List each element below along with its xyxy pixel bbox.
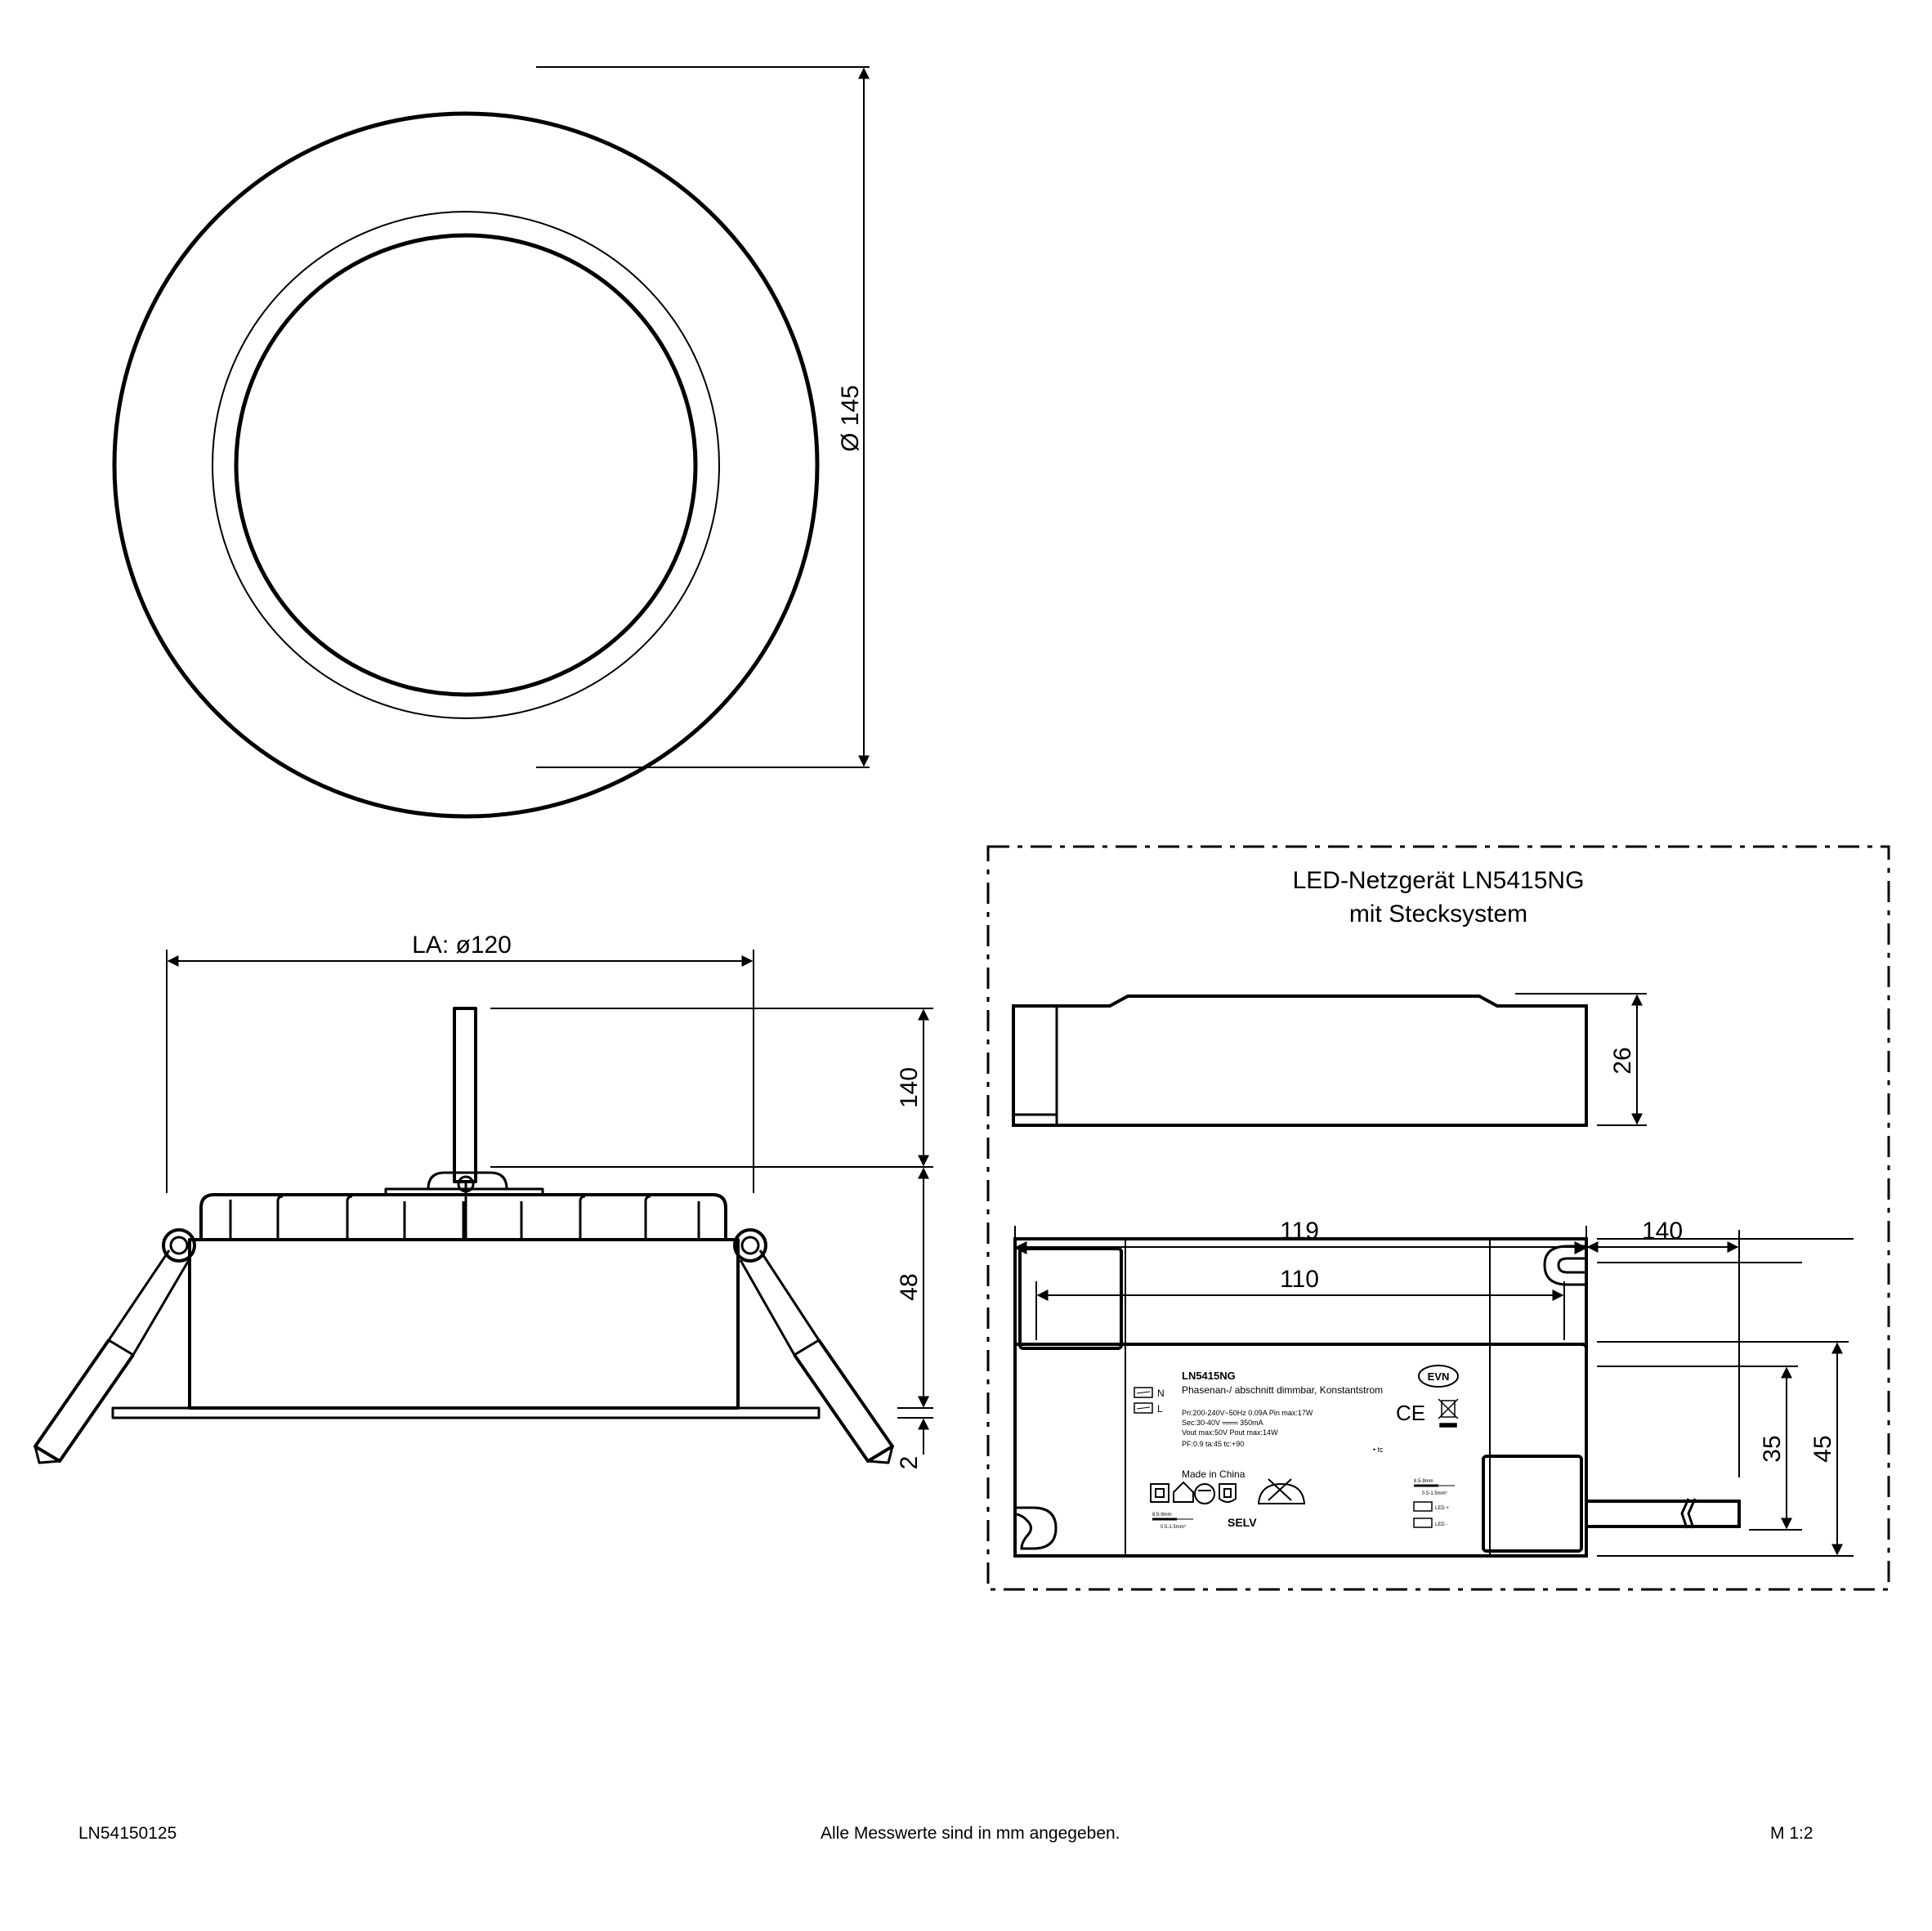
- transformer-icon: [1194, 1483, 1215, 1504]
- weee-bin-icon: [1438, 1398, 1459, 1428]
- article-number: LN54150125: [78, 1824, 177, 1843]
- driver-height-label: 26: [1609, 1047, 1636, 1074]
- selv-mark: SELV: [1228, 1516, 1257, 1529]
- label-pf: PF:0.9 ta:45 tc:+90: [1182, 1440, 1244, 1448]
- brand-text: EVN: [1428, 1370, 1450, 1383]
- label-led-plus: LED +: [1435, 1506, 1449, 1511]
- heatsink-top: [199, 1193, 727, 1240]
- cable-clamp: [384, 1171, 544, 1195]
- label-vout: Vout max:50V Pout max:14W: [1182, 1428, 1278, 1437]
- driver-title-line2: mit Stecksystem: [1349, 901, 1527, 928]
- label-tc: • tc: [1373, 1446, 1384, 1454]
- driver-cable-label: 140: [1642, 1218, 1683, 1245]
- lens-ring: [234, 233, 698, 697]
- width-label: 45: [1809, 1435, 1836, 1462]
- driver-frame: [986, 845, 1890, 1591]
- label-model: LN5415NG: [1182, 1370, 1236, 1382]
- side-view: [34, 950, 933, 1464]
- output-cable: [1586, 1500, 1741, 1528]
- output-terminal-block: [1482, 1455, 1583, 1553]
- wire-size-out: 0.5-1.5mm²: [1422, 1491, 1447, 1496]
- dimmer-icon: [1257, 1482, 1306, 1504]
- flange-label: 2: [896, 1456, 923, 1470]
- driver-measurements: [1014, 1230, 1849, 1557]
- wire-size-in: 0.5-1.5mm²: [1161, 1525, 1186, 1530]
- mounting-slot-left: [1014, 1506, 1058, 1550]
- right-spring-clip: [733, 1228, 894, 1464]
- class-ii-icon: [1150, 1483, 1169, 1503]
- driver-dimension-lines-visible: [1014, 1230, 1740, 1477]
- brand-logo: EVN: [1418, 1365, 1459, 1388]
- terminal-n-icon: [1134, 1387, 1153, 1398]
- diameter-label: Ø 145: [837, 385, 864, 452]
- label-sec: Sec:30-40V ═══ 350mA: [1182, 1419, 1263, 1427]
- strip-length-in: 8.5-9mm: [1152, 1513, 1172, 1518]
- scale-label: M 1:2: [1770, 1824, 1813, 1843]
- measurement-note: Alle Messwerte sind in mm angegeben.: [821, 1824, 1120, 1843]
- terminal-l-icon: [1134, 1402, 1153, 1414]
- driver-title-line1: LED-Netzgerät LN5415NG: [1293, 867, 1585, 894]
- input-terminal-block: [1018, 1247, 1123, 1350]
- certification-icons: [1150, 1478, 1306, 1504]
- strip-length-out: 8.5-9mm: [1414, 1479, 1433, 1484]
- ce-mark: CE: [1396, 1401, 1425, 1425]
- label-led-minus: LED -: [1435, 1522, 1447, 1527]
- label-n: N: [1157, 1388, 1165, 1399]
- mounting-slot-right: [1543, 1245, 1586, 1286]
- driver-top-view: [1013, 1226, 1854, 1558]
- inner-width-label: 35: [1759, 1435, 1786, 1462]
- top-view: [112, 66, 870, 819]
- fuse-shield-icon: [1219, 1483, 1237, 1503]
- outer-ring: [112, 111, 820, 819]
- housing-body: [188, 1238, 740, 1410]
- cutout-label: LA: ø120: [412, 932, 512, 959]
- cable-length-label: 140: [896, 1067, 923, 1108]
- label-made-in: Made in China: [1182, 1468, 1246, 1480]
- label-pri: Pri:200-240V~50Hz 0.09A Pin max:17W: [1182, 1409, 1313, 1417]
- height-label: 48: [896, 1273, 923, 1300]
- mains-cable: [453, 1007, 477, 1183]
- hole-spacing-label: 110: [1280, 1266, 1319, 1293]
- length-label: 119: [1280, 1218, 1319, 1245]
- label-l: L: [1157, 1403, 1163, 1415]
- led-plus-terminal: [1413, 1501, 1433, 1512]
- left-spring-clip: [34, 1228, 196, 1464]
- label-description: Phasenan-/ abschnitt dimmbar, Konstantst…: [1182, 1384, 1383, 1396]
- led-minus-terminal: [1413, 1518, 1433, 1528]
- middle-ring: [212, 211, 720, 719]
- house-icon: [1173, 1481, 1194, 1503]
- driver-side-view: [1012, 993, 1647, 1127]
- product-label: LN5415NG Phasenan-/ abschnitt dimmbar, K…: [1134, 1365, 1459, 1530]
